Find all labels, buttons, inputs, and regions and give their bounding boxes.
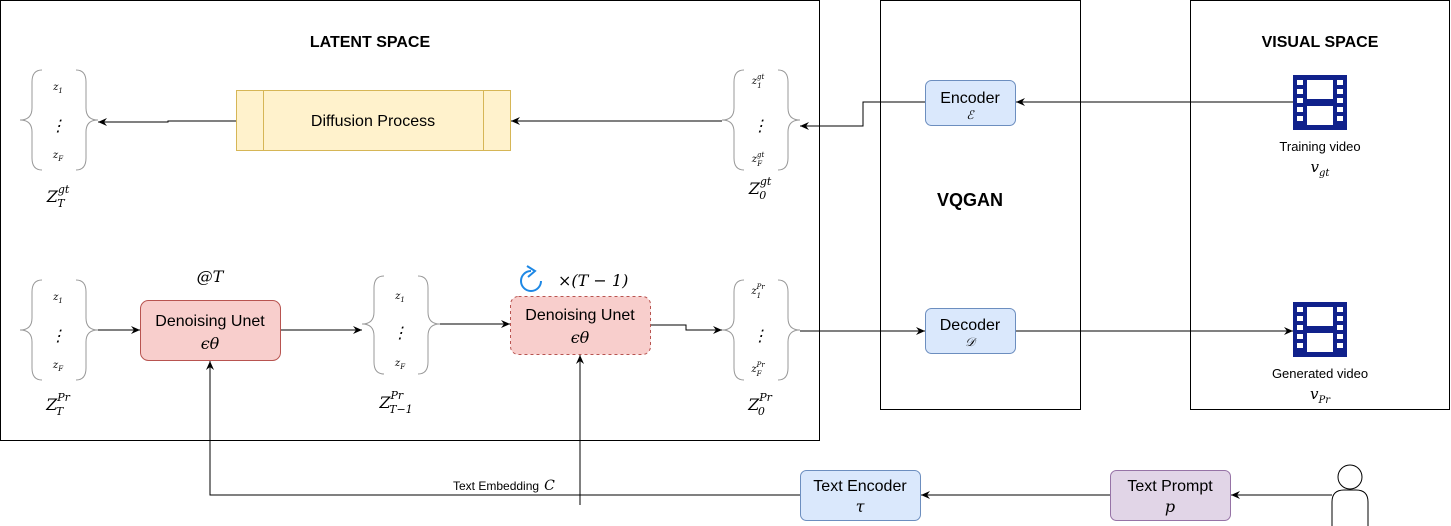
diffusion-process-node: Diffusion Process [236, 90, 511, 151]
generated-video-label: Generated video [1272, 366, 1368, 381]
edge-diffusion-to-ztgt [98, 118, 236, 126]
edge-unet2-to-z0pr [651, 324, 722, 334]
text-encoder-node: Text Encoder τ [800, 470, 921, 521]
svg-text:z1: z1 [52, 292, 63, 305]
svg-text:⋮: ⋮ [752, 116, 768, 135]
training-video-label: Training video [1279, 139, 1360, 154]
diffusion-process-label: Diffusion Process [311, 113, 435, 130]
denoising-unet-2-symbol: ϵθ [571, 328, 590, 347]
svg-text:zF: zF [52, 150, 64, 163]
svg-text:z1: z1 [52, 82, 63, 95]
encoder-label: Encoder [940, 90, 1000, 107]
svg-text:⋮: ⋮ [50, 326, 66, 345]
vqgan-region [880, 0, 1081, 410]
user-icon [1331, 464, 1369, 526]
at-t-annotation: @T [197, 267, 225, 286]
repeat-icon [520, 265, 542, 292]
encoder-node: Encoder ℰ [925, 80, 1016, 126]
repeat-annotation: ×(T − 1) [558, 271, 628, 290]
vqgan-title: VQGAN [937, 190, 1003, 210]
training-video-film-icon [1293, 75, 1347, 130]
svg-text:zF: zF [394, 358, 406, 371]
latent-space-region [0, 0, 820, 441]
svg-text:⋮: ⋮ [752, 326, 768, 345]
training-video-symbol: vgt [1311, 158, 1331, 179]
text-encoder-symbol: τ [856, 497, 866, 516]
svg-text:zF: zF [52, 360, 64, 373]
text-encoder-label: Text Encoder [813, 478, 907, 495]
denoising-unet-1-symbol: ϵθ [201, 334, 220, 353]
text-prompt-label: Text Prompt [1127, 478, 1213, 495]
edge-encoder-to-z0gt [800, 101, 925, 130]
decoder-node: Decoder 𝒟 [925, 308, 1016, 354]
denoising-unet-2-node: Denoising Unet ϵθ [510, 296, 651, 355]
svg-text:⋮: ⋮ [392, 323, 408, 342]
visual-space-title: VISUAL SPACE [1262, 34, 1379, 51]
generated-video-symbol: vPr [1310, 385, 1331, 406]
denoising-unet-1-node: Denoising Unet ϵθ [140, 300, 281, 361]
svg-text:⋮: ⋮ [50, 116, 66, 135]
denoising-unet-1-label: Denoising Unet [155, 313, 265, 330]
svg-text:z1: z1 [394, 291, 405, 304]
edge-text-encoder-to-unet1 [206, 361, 800, 496]
text-prompt-symbol: p [1165, 497, 1175, 516]
encoder-symbol: ℰ [966, 108, 975, 122]
visual-space-region [1190, 0, 1450, 410]
text-prompt-node: Text Prompt p [1110, 470, 1231, 521]
decoder-symbol: 𝒟 [965, 335, 977, 349]
generated-video-film-icon [1293, 302, 1347, 357]
denoising-unet-2-label: Denoising Unet [525, 307, 635, 324]
decoder-label: Decoder [940, 317, 1001, 334]
latent-space-title: LATENT SPACE [310, 34, 431, 51]
